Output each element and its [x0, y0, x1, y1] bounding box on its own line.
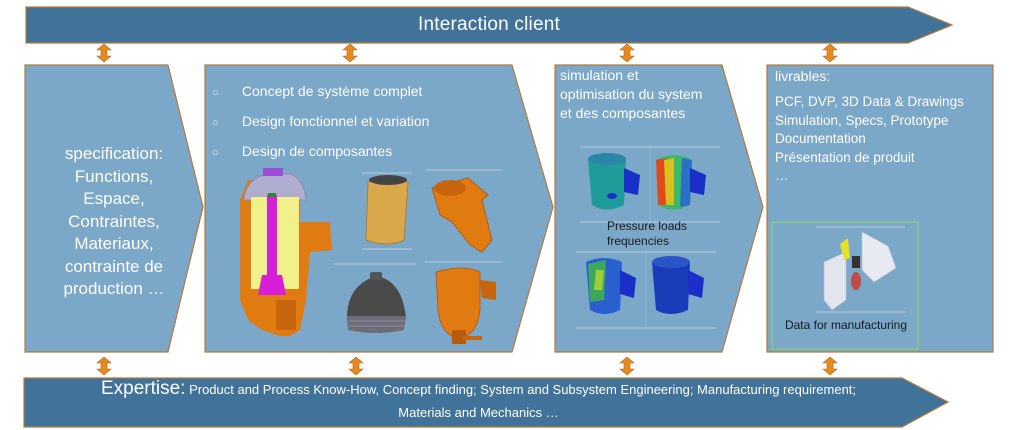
- concept-item-label: Concept de système complet: [241, 83, 423, 99]
- livrables-item: PCF, DVP, 3D Data & Drawings: [775, 94, 964, 109]
- concept-item: ○ Concept de système complet: [210, 80, 530, 110]
- housing-cup-image: [425, 261, 502, 344]
- spec-line: Contraintes,: [68, 211, 160, 231]
- connector-bottom-specification-icon: [96, 356, 112, 376]
- connector-top-livrables-icon: [822, 43, 838, 63]
- connector-bottom-simulation-icon: [619, 356, 635, 376]
- specification-text: specification: Functions, Espace, Contra…: [26, 143, 202, 301]
- livrables-title: livrables:: [775, 68, 831, 84]
- connector-bottom-livrables-icon: [822, 356, 838, 376]
- sim-title-line: optimisation du system: [560, 86, 703, 102]
- fea-pressure-1-image: [588, 153, 640, 210]
- livrables-list: PCF, DVP, 3D Data & Drawings Simulation,…: [775, 93, 964, 186]
- expertise-line-1-text: Product and Process Know-How, Concept fi…: [189, 382, 857, 397]
- circle-bullet-icon: ○: [212, 117, 219, 129]
- spec-line: specification:: [64, 144, 164, 163]
- spec-line: contrainte de: [64, 256, 164, 276]
- circle-bullet-icon: ○: [212, 147, 219, 159]
- connector-top-simulation-icon: [619, 43, 635, 63]
- filter-cartridge-image: [362, 172, 412, 250]
- sim-caption-line: Pressure loads: [607, 219, 688, 233]
- sim-title-line: simulation et: [560, 67, 639, 83]
- filter-cap-image: [334, 263, 416, 333]
- concept-item-label: Design de composantes: [241, 143, 393, 159]
- livrables-item: …: [775, 168, 789, 183]
- concept-bullet-list: ○ Concept de système complet ○ Design fo…: [210, 80, 530, 170]
- livrables-item: Documentation: [775, 131, 866, 146]
- manufacturing-caption: Data for manufacturing: [784, 318, 908, 332]
- manufacturing-frame: [771, 221, 919, 350]
- spec-line: Functions,: [74, 166, 154, 186]
- connector-top-specification-icon: [96, 43, 112, 63]
- bottom-banner-arrow: [23, 377, 950, 428]
- sim-caption-line: frequencies: [607, 234, 670, 248]
- spec-line: Espace,: [83, 189, 145, 208]
- connector-bottom-concept-icon: [348, 356, 364, 376]
- connector-top-concept-icon: [342, 43, 358, 63]
- stage-livrables-shape: [766, 64, 994, 353]
- fea-pressure-2-image: [656, 155, 706, 210]
- spec-line: Materiaux,: [74, 234, 154, 253]
- spec-line: production …: [63, 279, 165, 298]
- fea-frequency-1-image: [586, 258, 636, 314]
- circle-bullet-icon: ○: [212, 87, 219, 99]
- stage-specification-shape: [24, 64, 204, 353]
- top-banner-arrow: [25, 6, 954, 44]
- expertise-line-1: Expertise: Product and Process Know-How,…: [26, 377, 931, 401]
- concept-item-label: Design fonctionnel et variation: [241, 113, 430, 129]
- sim-title-line: et des composantes: [560, 105, 686, 121]
- housing-bracket-image: [426, 169, 502, 253]
- simulation-title: simulation et optimisation du system et …: [560, 66, 740, 123]
- expertise-text: Expertise: Product and Process Know-How,…: [26, 377, 931, 424]
- simulation-caption: Pressure loads frequencies: [607, 219, 687, 249]
- expertise-line-2: Materials and Mechanics …: [398, 405, 559, 420]
- concept-item: ○ Design de composantes: [210, 140, 530, 170]
- livrables-item: Présentation de produit: [775, 149, 915, 165]
- livrables-item: Simulation, Specs, Prototype: [775, 112, 949, 128]
- expertise-lead: Expertise:: [100, 378, 186, 399]
- filter-housing-cutaway-image: [240, 168, 332, 336]
- fea-frequency-2-image: [652, 256, 704, 314]
- top-banner-title: Interaction client: [418, 14, 560, 35]
- concept-item: ○ Design fonctionnel et variation: [210, 110, 530, 140]
- simulation-images-grid: [576, 146, 720, 329]
- mold-tooling-model-image: [816, 226, 905, 313]
